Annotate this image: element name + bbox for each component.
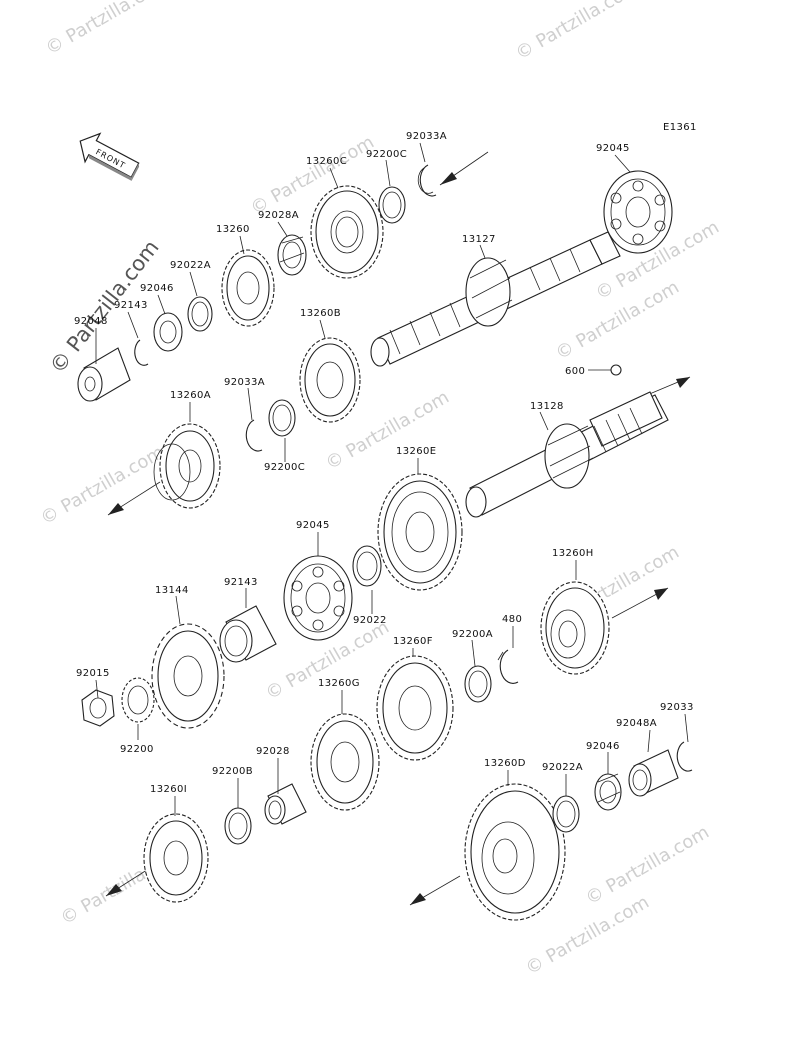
gear-13260I [143,813,209,903]
watermark: © Partzilla.com [512,0,643,64]
washer-92200C-top [378,186,406,224]
label-92200[interactable]: 92200 [120,744,154,755]
front-arrow-icon: FRONT [79,132,140,181]
gear-13260H [540,581,610,675]
needle-bearing-92046-top [153,312,183,352]
label-92022[interactable]: 92022 [353,615,387,626]
label-92028[interactable]: 92028 [256,746,290,757]
circlip-92143-top [134,339,149,366]
leader-lines [95,142,689,816]
label-13260C[interactable]: 13260C [306,156,347,167]
label-13127[interactable]: 13127 [462,234,496,245]
label-13260B[interactable]: 13260B [300,308,341,319]
washer-92200A [464,665,492,703]
label-13128[interactable]: 13128 [530,401,564,412]
label-92022A[interactable]: 92022A [542,762,583,773]
label-92033[interactable]: 92033 [660,702,694,713]
gear-13260A [153,423,221,509]
label-92200A[interactable]: 92200A [452,629,493,640]
needle-bearing-92028 [264,783,307,825]
label-92045-top[interactable]: 92045 [596,143,630,154]
label-13260H[interactable]: 13260H [552,548,594,559]
collar-92048-top [77,347,131,402]
watermark: © Partzilla.com [37,442,168,530]
label-92015[interactable]: 92015 [76,668,110,679]
washer-92200B [224,807,252,845]
label-92028A[interactable]: 92028A [258,210,299,221]
label-92046[interactable]: 92046 [586,741,620,752]
diagram-code: E1361 [663,122,697,133]
gear-13260D [464,783,566,921]
washer-92022A-top [187,296,213,332]
label-92048-top[interactable]: 92048 [74,316,108,327]
circlip-92033 [676,741,693,772]
watermark: © Partzilla.com [42,0,173,59]
gear-13260C [310,185,384,279]
label-92022A-top[interactable]: 92022A [170,260,211,271]
shaft-13127 [370,231,621,367]
part-labels: 92045 92033A 92200C 13260C 92028A 13260 … [74,131,694,795]
watermark: © Partzilla.com [582,822,713,910]
gear-13260G [310,713,380,811]
sprocket-13144 [151,623,225,729]
lock-washer-92200 [121,677,155,723]
label-92200C-top[interactable]: 92200C [366,149,407,160]
washer-92022A [552,795,580,833]
label-92033A-mid[interactable]: 92033A [224,377,265,388]
label-92045-mid[interactable]: 92045 [296,520,330,531]
washer-92200C-mid [268,399,296,437]
circlip-92033A-mid [245,419,263,452]
collar-92143 [219,605,277,663]
ball-bearing-92045-mid [283,555,353,641]
label-92143-top[interactable]: 92143 [114,300,148,311]
needle-bearing-92046 [594,773,622,811]
label-13260[interactable]: 13260 [216,224,250,235]
circlip-92033A-top [417,164,437,197]
collar-92048A [628,749,679,797]
label-480[interactable]: 480 [502,614,522,625]
label-13144[interactable]: 13144 [155,585,189,596]
label-600[interactable]: 600 [565,366,585,377]
clip-480 [497,649,519,684]
label-92033A-top[interactable]: 92033A [406,131,447,142]
label-13260F[interactable]: 13260F [393,636,433,647]
axis-line-3 [611,587,669,619]
needle-bearing-92028A [277,234,307,276]
label-13260E[interactable]: 13260E [396,446,437,457]
axis-line-1 [439,151,489,186]
label-13260I[interactable]: 13260I [150,784,187,795]
label-13260G[interactable]: 13260G [318,678,360,689]
gear-13260F [376,655,454,761]
shaft-13128 [465,391,669,518]
gear-13260E [377,473,463,591]
gear-13260 [221,249,275,327]
label-13260D[interactable]: 13260D [484,758,526,769]
label-92046-top[interactable]: 92046 [140,283,174,294]
label-92200B[interactable]: 92200B [212,766,253,777]
label-92048A[interactable]: 92048A [616,718,657,729]
label-92143[interactable]: 92143 [224,577,258,588]
pin-600 [610,364,622,376]
axis-line-4 [105,867,461,906]
gear-13260B [299,337,361,423]
washer-92022 [352,545,382,587]
ball-bearing-92045-top [603,170,673,254]
label-92200C-mid[interactable]: 92200C [264,462,305,473]
label-13260A[interactable]: 13260A [170,390,211,401]
